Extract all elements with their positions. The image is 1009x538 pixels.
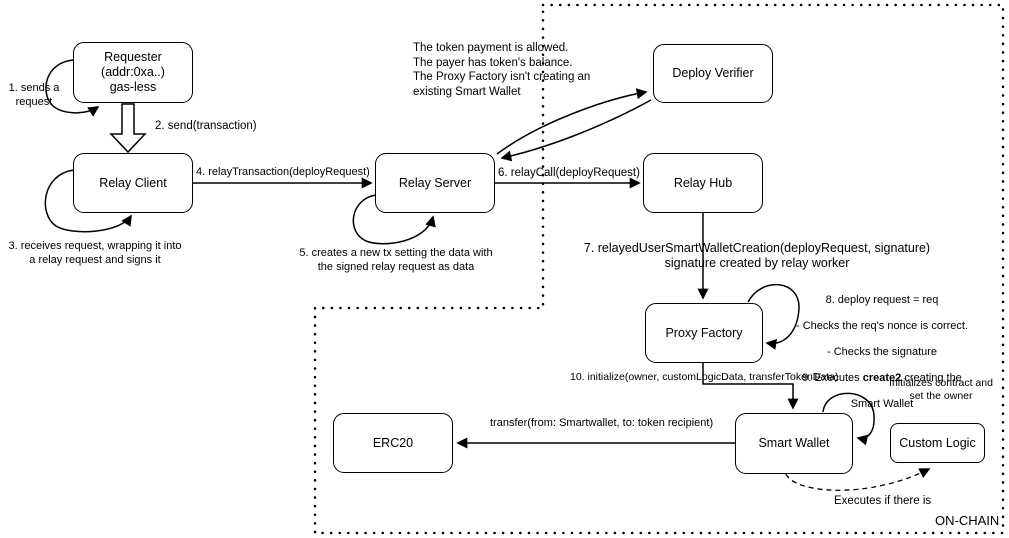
onchain-region-label: ON-CHAIN: [935, 513, 1000, 528]
arrow-step2-block: [109, 103, 147, 154]
note-proxy-checks-line2: - Checks the req's nonce is correct.: [795, 320, 969, 332]
note-verifier-checks: The token payment is allowed. The payer …: [413, 42, 591, 98]
arrow-smart-wallet-self-loop: [822, 392, 875, 446]
node-relay-hub: Relay Hub: [643, 153, 763, 213]
node-relay-server: Relay Server: [375, 153, 495, 213]
edge-label-step2: 2. send(transaction): [155, 120, 257, 132]
arrow-step5-self-loop: [352, 194, 436, 245]
node-custom-logic: Custom Logic: [890, 423, 985, 463]
note-proxy-checks: 8. deploy request = req - Checks the req…: [772, 281, 992, 424]
arrow-step1-self-loop: [45, 59, 100, 117]
edge-label-transfer: transfer(from: Smartwallet, to: token re…: [490, 417, 714, 429]
edge-label-step3: 3. receives request, wrapping it into a …: [8, 240, 182, 266]
node-proxy-factory: Proxy Factory: [645, 303, 763, 363]
arrow-from-deploy-verifier: [500, 99, 652, 162]
node-requester: Requester (addr:0xa..) gas-less: [73, 42, 193, 103]
onchain-boundary: [313, 3, 1005, 535]
node-deploy-verifier: Deploy Verifier: [653, 44, 773, 103]
edge-label-step1: 1. sends a request: [8, 82, 60, 108]
edge-label-step7: 7. relayedUserSmartWalletCreation(deploy…: [583, 241, 931, 270]
edge-label-executes-if: Executes if there is: [834, 495, 932, 507]
arrow-to-deploy-verifier: [496, 88, 648, 155]
arrow-step10: [702, 363, 799, 410]
arrow-step8-self-loop: [747, 284, 800, 350]
note-init-owner: Initializes contract and set the owner: [889, 377, 993, 402]
note-proxy-checks-line5: Smart Wallet: [850, 398, 914, 410]
arrow-step3-self-loop: [44, 169, 132, 233]
edge-label-step5: 5. creates a new tx setting the data wit…: [299, 247, 493, 273]
note-proxy-checks-line1: 8. deploy request = req: [825, 294, 939, 306]
node-smart-wallet: Smart Wallet: [735, 413, 853, 474]
create2-bold-text: create2: [862, 372, 902, 384]
edge-label-step4: 4. relayTransaction(deployRequest): [196, 166, 370, 178]
edge-label-step6: 6. relayCall(deployRequest): [498, 167, 640, 179]
node-erc20: ERC20: [333, 413, 453, 473]
note-proxy-checks-line3: - Checks the signature: [826, 346, 938, 358]
note-proxy-checks-line4: 9. Executes create2 creating the: [802, 372, 962, 384]
node-relay-client: Relay Client: [73, 153, 193, 213]
arrow-executes-dashed: [785, 468, 931, 491]
edge-label-step10: 10. initialize(owner, customLogicData, t…: [570, 371, 839, 383]
